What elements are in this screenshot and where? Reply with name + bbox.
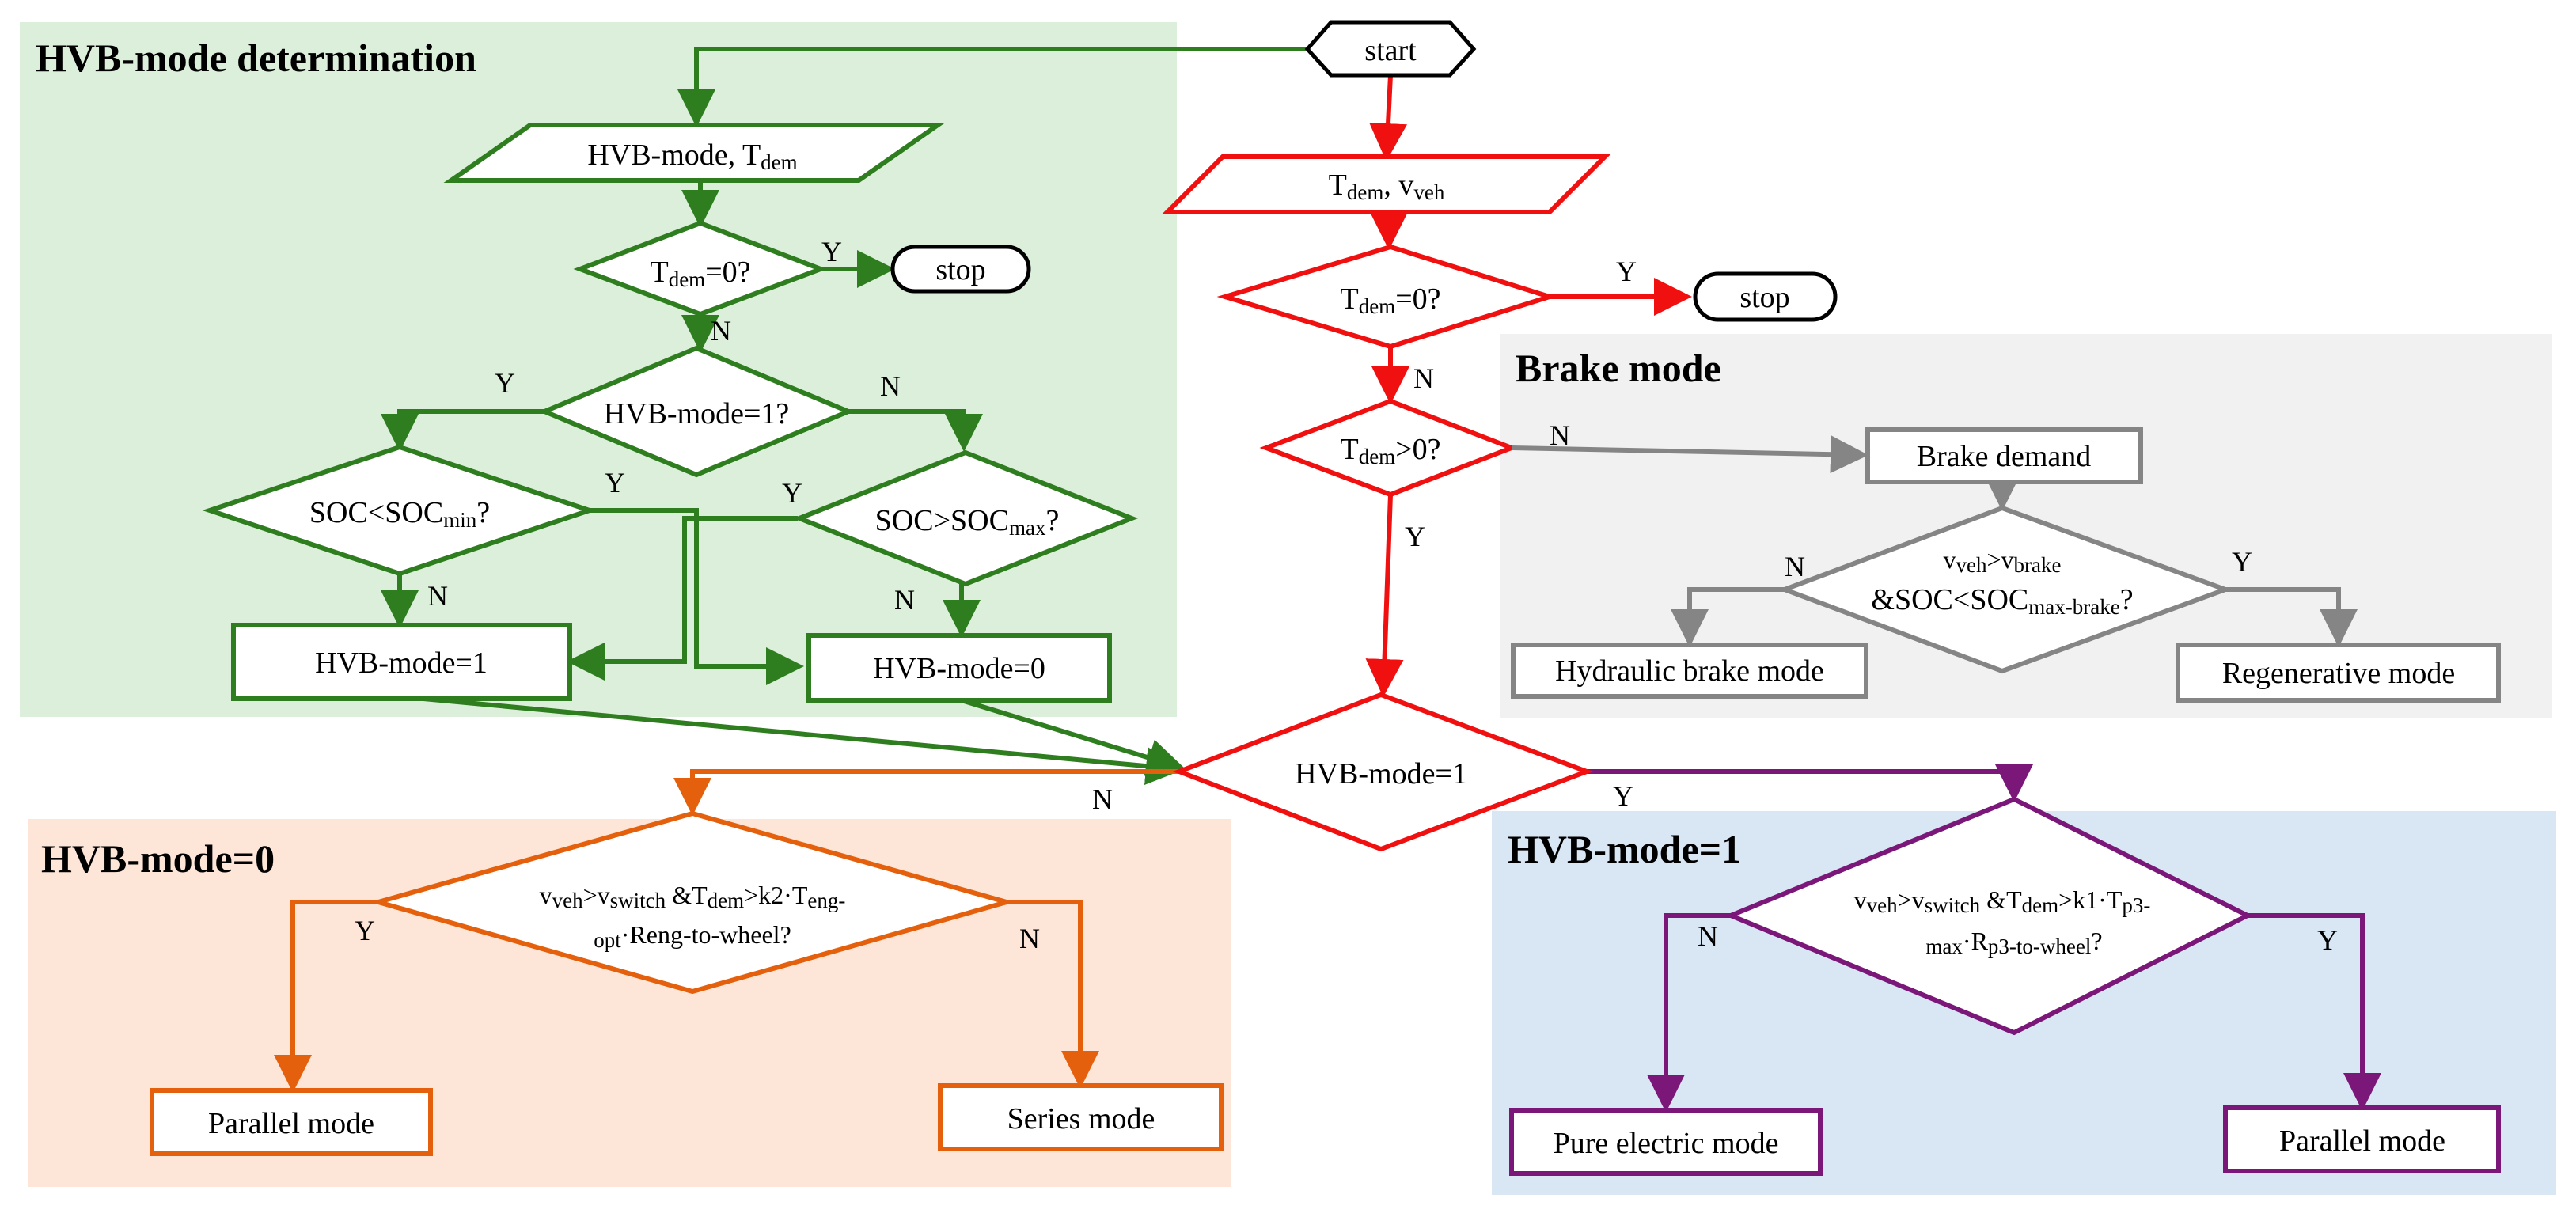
arrow-soc-max-yes (567, 516, 798, 681)
arrow-tdem-gt-to-brake (1511, 435, 1868, 474)
arrow-start-to-tdem-input (1369, 74, 1408, 161)
start-text: start (1364, 34, 1417, 67)
parallel-mode-box-1 (2223, 1105, 2501, 1173)
tdem-zero-decision-green (573, 220, 828, 317)
parallel-mode-box-0 (150, 1088, 433, 1156)
arrow-main-yes (1587, 764, 2033, 802)
hvb-mode-check-decision (538, 345, 855, 478)
label-y-hvb1: Y (2317, 924, 2338, 956)
arrow-brake-yes (2225, 587, 2358, 647)
label-n-brake: N (1785, 551, 1805, 582)
hvb-mode-0-decision-line2: opt·Reng-to-wheel? (594, 920, 791, 952)
section-title-hvb-determination: HVB-mode determination (36, 36, 476, 80)
hvb-mode-0-decision-line1: vveh>vswitch &Tdem>k2·Teng- (540, 881, 846, 912)
label-n-soc-max: N (894, 584, 915, 616)
hvb-mode-1-decision-line1: vveh>vswitch &Tdem>k1·Tp3- (1854, 885, 2151, 917)
soc-max-text: SOC>SOCmax? (875, 504, 1060, 540)
brake-decision (1777, 505, 2233, 674)
label-y-tdem-zero-red: Y (1616, 256, 1637, 287)
arrow-tdem-gt-to-hvb (1365, 494, 1404, 697)
label-n-hvb-check: N (880, 370, 901, 402)
label-y-hvb-check: Y (495, 367, 515, 399)
tdem-zero-text-green: Tdem=0? (650, 256, 750, 291)
start-terminal (1304, 20, 1477, 78)
parallel-mode-text-1: Parallel mode (2279, 1124, 2445, 1158)
hvb-mode-input-text: HVB-mode, Tdem (587, 138, 797, 174)
pure-electric-text: Pure electric mode (1554, 1127, 1779, 1160)
hvb-mode-0-box (806, 633, 1112, 703)
hvb-mode-1-box-text: HVB-mode=1 (315, 646, 488, 680)
arrow-main-no (673, 769, 1179, 816)
tdem-vveh-input-parallelogram (1161, 154, 1611, 214)
tdem-zero-decision-red (1216, 244, 1558, 350)
stop-terminal-green (890, 245, 1031, 294)
arrow-soc-min-yes (590, 508, 804, 685)
hvb-mode-main-text: HVB-mode=1 (1295, 757, 1467, 790)
gray-flow (1511, 435, 2358, 647)
hvb-mode-0-box-text: HVB-mode=0 (873, 652, 1045, 685)
label-y-tdem-gt: Y (1405, 521, 1425, 552)
brake-demand-box (1865, 427, 2143, 484)
soc-min-text: SOC<SOCmin? (309, 496, 490, 532)
arrow-hvb1-yes (2248, 913, 2381, 1111)
label-y-main: Y (1613, 780, 1633, 812)
label-n-main: N (1092, 783, 1113, 815)
arrow-start-to-hvb-input (677, 47, 1310, 127)
label-n-tdem-gt: N (1550, 419, 1570, 451)
tdem-gt-zero-text: Tdem>0? (1340, 433, 1440, 468)
hvb-mode-check-text: HVB-mode=1? (604, 397, 790, 430)
label-n-hvb0: N (1019, 923, 1040, 954)
orange-flow (274, 769, 1179, 1093)
brake-decision-text-line2: &SOC<SOCmax-brake? (1871, 583, 2133, 619)
stop-terminal-red (1693, 271, 1838, 322)
label-y-brake: Y (2232, 546, 2252, 578)
label-y-soc-max: Y (782, 477, 802, 509)
arrow-brake-no (1671, 587, 1785, 647)
hvb-mode-0-decision (369, 810, 1016, 995)
tdem-vveh-input-text: Tdem, vveh (1329, 169, 1445, 204)
pure-electric-box (1509, 1108, 1823, 1176)
regenerative-box (2176, 643, 2501, 703)
label-n-tdem-zero-red: N (1413, 362, 1434, 394)
hydraulic-brake-box (1511, 643, 1868, 699)
series-mode-text: Series mode (1007, 1102, 1155, 1135)
hvb-mode-1-box (231, 623, 572, 701)
parallel-mode-text-0: Parallel mode (208, 1107, 374, 1140)
brake-demand-text: Brake demand (1917, 440, 2092, 473)
section-title-hvb-mode-1: HVB-mode=1 (1508, 827, 1741, 871)
tdem-zero-text-red: Tdem=0? (1340, 282, 1440, 318)
soc-max-decision (792, 449, 1139, 587)
stop-text-red: stop (1739, 281, 1789, 314)
arrow-hvb-check-no (848, 409, 983, 452)
label-y-soc-min: Y (605, 467, 625, 499)
series-mode-box (938, 1083, 1224, 1151)
arrow-hvb0-to-main (961, 698, 1186, 776)
stop-text-green: stop (935, 253, 985, 286)
soc-min-decision (202, 444, 598, 577)
arrow-hvb-check-yes (381, 409, 546, 452)
hvb-mode-main-decision (1172, 692, 1594, 852)
label-n-soc-min: N (427, 580, 448, 612)
hvb-mode-input-parallelogram (443, 123, 946, 183)
hydraulic-brake-text: Hydraulic brake mode (1555, 654, 1824, 688)
arrow-hvb1-no (1647, 913, 1731, 1113)
label-y-hvb0: Y (355, 915, 375, 946)
arrow-hvb1-to-main (423, 696, 1184, 785)
arrow-hvb0-yes (274, 900, 378, 1093)
section-title-hvb-mode-0: HVB-mode=0 (41, 836, 275, 881)
regenerative-text: Regenerative mode (2222, 657, 2455, 690)
arrow-hvb0-no (1007, 900, 1099, 1089)
hvb-mode-1-decision-line2: max·Rp3-to-wheel? (1925, 927, 2102, 958)
red-flow (1365, 74, 1692, 697)
label-y-tdem-zero-green: Y (821, 236, 842, 267)
green-flow (381, 47, 1310, 785)
brake-decision-text-line1: vveh>vbrake (1944, 545, 2062, 577)
purple-flow (1587, 764, 2381, 1113)
hvb-mode-1-decision (1724, 796, 2253, 1036)
label-n-hvb1: N (1698, 920, 1718, 952)
section-title-brake: Brake mode (1516, 346, 1721, 390)
label-n-tdem-zero-green: N (711, 315, 731, 347)
tdem-gt-zero-decision (1259, 398, 1519, 498)
